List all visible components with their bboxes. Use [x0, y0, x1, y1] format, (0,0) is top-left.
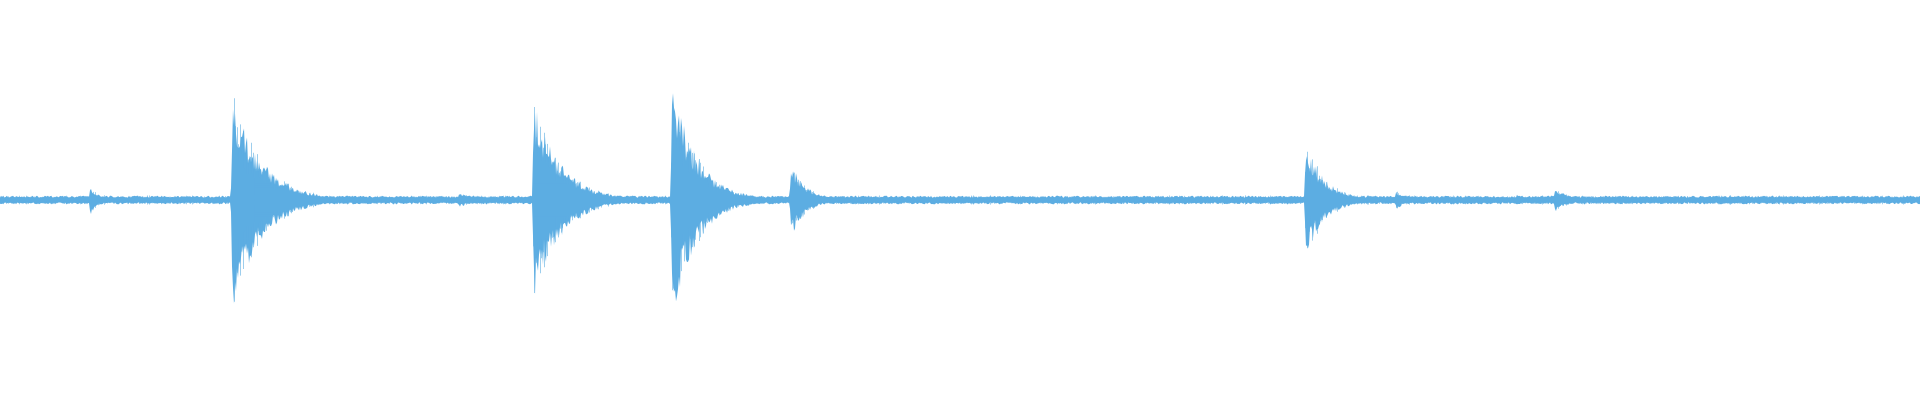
waveform-detail: [0, 98, 1920, 302]
waveform-shape: [0, 93, 1920, 304]
